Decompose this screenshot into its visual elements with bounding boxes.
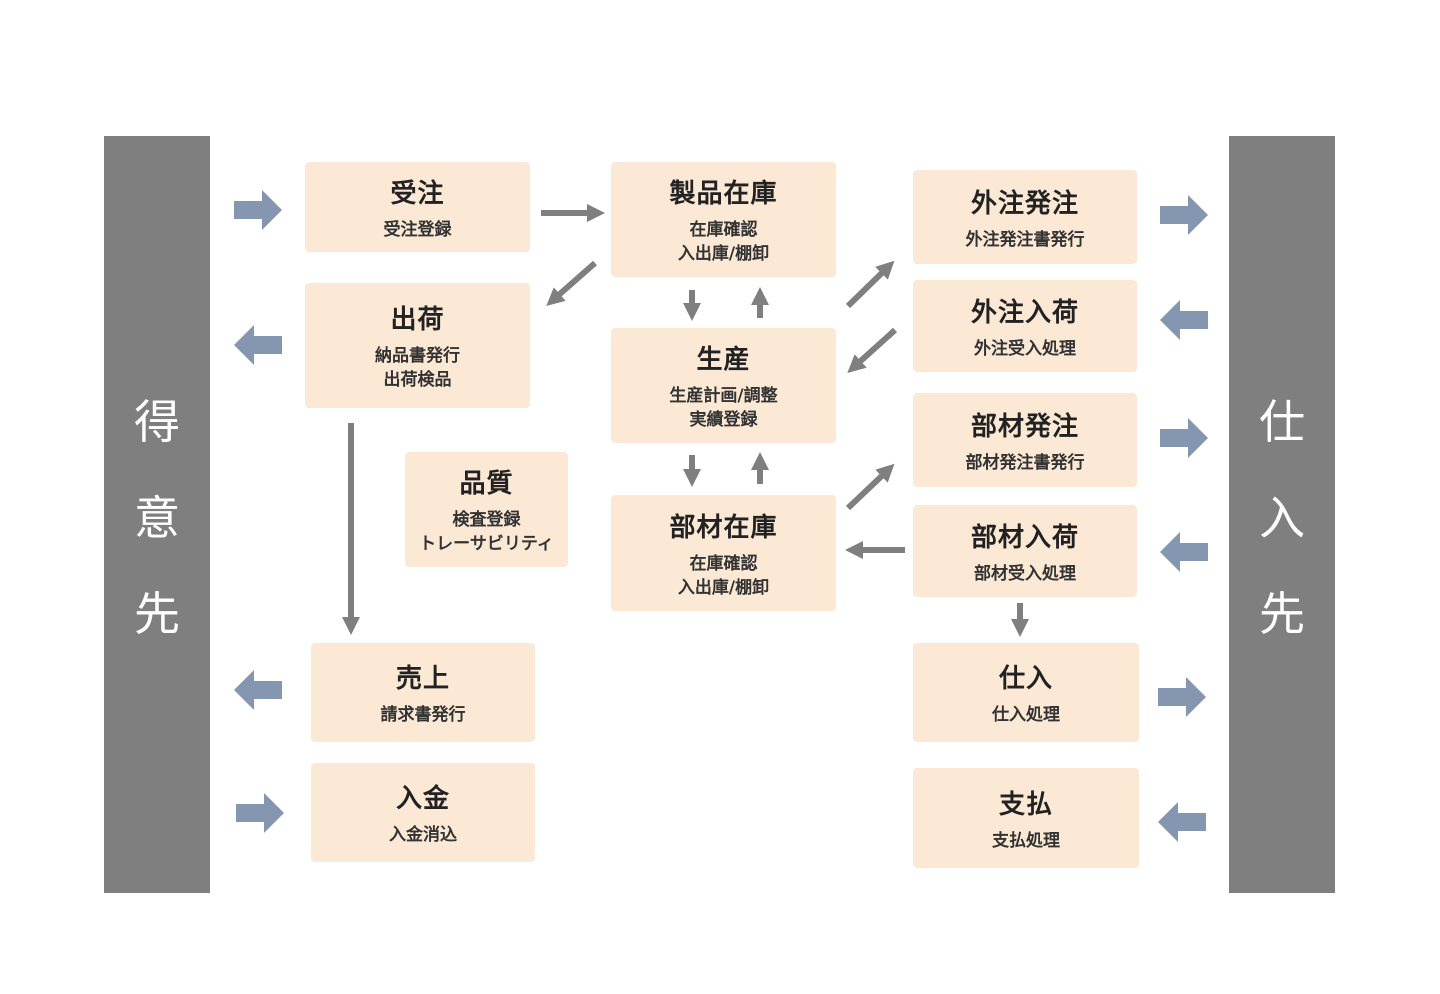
box-title: 外注発注 [970,188,1079,219]
box-title: 部材在庫 [669,512,778,543]
flow-arrow-icon [546,260,597,306]
box-purchase: 仕入 仕入処理 [913,643,1139,742]
box-line: 在庫確認 [689,553,758,574]
box-line: 入金消込 [389,825,457,845]
box-sales: 売上 請求書発行 [311,643,535,742]
box-title: 部材発注 [970,411,1079,442]
box-line: 仕入処理 [992,705,1060,725]
box-title: 受注 [390,178,445,209]
flow-arrow-icon [847,327,898,374]
box-title: 製品在庫 [669,179,778,209]
arrow-right-icon [1160,418,1208,458]
supplier-char: 先 [1259,586,1305,641]
customer-char: 意 [134,490,180,545]
box-production: 生産 生産計画/調整 実績登録 [611,328,836,443]
arrow-left-icon [234,325,282,365]
box-line: 支払処理 [992,830,1060,851]
supplier-char: 仕 [1259,394,1305,449]
customer-column: 得 意 先 [104,136,210,893]
box-outsource-order: 外注発注 外注発注書発行 [913,170,1137,264]
box-title: 部材入荷 [970,522,1079,553]
arrow-left-icon [234,670,282,710]
arrow-left-icon [1160,532,1208,572]
supplier-column: 仕 入 先 [1229,136,1335,893]
box-line: トレーサビリティ [419,534,554,554]
box-line: 出荷検品 [383,370,452,390]
box-line: 外注受入処理 [974,338,1076,359]
box-material-inventory: 部材在庫 在庫確認 入出庫/棚卸 [611,495,836,611]
box-order-receipt: 受注 受注登録 [305,162,530,252]
box-title: 仕入 [998,664,1053,694]
box-title: 入金 [395,784,450,814]
box-title: 生産 [696,345,751,375]
box-line: 生産計画/調整 [669,386,778,406]
arrow-left-icon [1160,300,1208,340]
box-material-receipt: 部材入荷 部材受入処理 [913,505,1137,597]
supplier-char: 入 [1259,490,1305,545]
box-line: 在庫確認 [689,220,758,240]
box-line: 納品書発行 [375,346,460,366]
box-material-order: 部材発注 部材発注書発行 [913,393,1137,487]
box-line: 受注登録 [383,219,452,240]
box-line: 外注発注書発行 [965,229,1085,250]
box-line: 入出庫/棚卸 [677,577,770,598]
box-line: 実績登録 [689,410,758,430]
box-payment-receipt: 入金 入金消込 [311,763,535,862]
customer-char: 先 [134,586,180,641]
box-line: 検査登録 [452,510,521,530]
arrow-right-icon [1158,677,1206,717]
arrow-right-icon [1160,195,1208,235]
flow-arrow-icon [845,463,895,511]
flow-arrow-icon [845,260,895,309]
box-title: 外注入荷 [970,297,1079,328]
box-shipping: 出荷 納品書発行 出荷検品 [305,283,530,408]
box-line: 部材発注書発行 [965,452,1085,473]
box-title: 出荷 [390,305,445,335]
box-outsource-receipt: 外注入荷 外注受入処理 [913,280,1137,372]
arrow-left-icon [1158,802,1206,842]
box-line: 入出庫/棚卸 [677,244,770,264]
box-title: 品質 [459,469,514,499]
box-title: 支払 [998,789,1053,820]
box-line: 部材受入処理 [974,563,1076,584]
arrow-right-icon [234,190,282,230]
box-payment: 支払 支払処理 [913,768,1139,868]
box-line: 請求書発行 [380,705,466,725]
box-product-inventory: 製品在庫 在庫確認 入出庫/棚卸 [611,162,836,277]
arrow-right-icon [236,793,284,833]
box-quality: 品質 検査登録 トレーサビリティ [405,452,568,567]
customer-char: 得 [134,394,180,449]
box-title: 売上 [395,664,450,694]
